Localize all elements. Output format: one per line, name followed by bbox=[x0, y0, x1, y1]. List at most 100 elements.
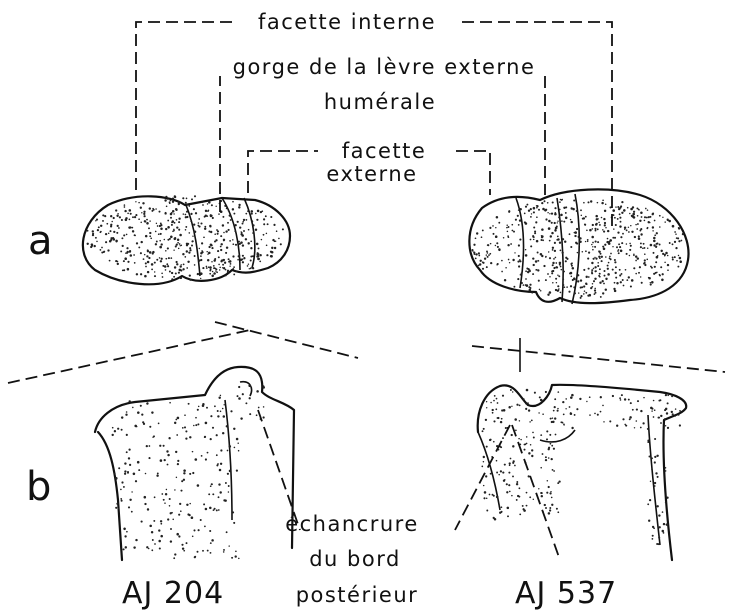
stipple-dot bbox=[170, 200, 172, 202]
stipple-dot bbox=[502, 395, 504, 397]
stipple-dot bbox=[182, 253, 184, 255]
stipple-dot bbox=[629, 249, 631, 251]
stipple-dot bbox=[87, 243, 89, 245]
stipple-dot bbox=[170, 540, 172, 542]
stipple-dot bbox=[592, 283, 594, 285]
stipple-dot bbox=[565, 257, 567, 259]
stipple-dot bbox=[203, 236, 205, 238]
stipple-dot bbox=[175, 272, 177, 274]
stipple-dot bbox=[533, 226, 535, 228]
stipple-dot bbox=[666, 412, 668, 414]
stipple-dot bbox=[510, 389, 512, 391]
stipple-dot bbox=[154, 275, 156, 277]
stipple-dot bbox=[672, 225, 675, 228]
stipple-dot bbox=[512, 391, 513, 392]
stipple-dot bbox=[520, 439, 521, 440]
stipple-dot bbox=[223, 404, 224, 405]
stipple-dot bbox=[675, 247, 677, 249]
stipple-dot bbox=[558, 480, 560, 482]
stipple-dot bbox=[624, 227, 626, 229]
stipple-dot bbox=[516, 481, 518, 483]
stipple-dot bbox=[206, 251, 207, 252]
stipple-dot bbox=[194, 231, 197, 234]
stipple-dot bbox=[518, 265, 520, 267]
stipple-dot bbox=[210, 485, 212, 487]
stipple-dot bbox=[599, 276, 601, 278]
stipple-dot bbox=[204, 526, 206, 528]
stipple-dot bbox=[597, 414, 599, 416]
stipple-dot bbox=[545, 456, 547, 458]
stipple-dot bbox=[201, 250, 203, 252]
stipple-dot bbox=[500, 421, 502, 423]
stipple-dot bbox=[492, 409, 494, 411]
stipple-dot bbox=[239, 255, 241, 257]
stipple-dot bbox=[519, 404, 521, 406]
stipple-dot bbox=[220, 235, 222, 237]
stipple-dot bbox=[127, 251, 129, 253]
stipple-dot bbox=[238, 397, 241, 400]
stipple-dot bbox=[159, 257, 161, 259]
stipple-dot bbox=[222, 267, 223, 268]
stipple-dot bbox=[495, 227, 496, 228]
stipple-dot bbox=[555, 434, 557, 436]
stipple-dot bbox=[532, 235, 534, 237]
stipple-dot bbox=[630, 208, 633, 211]
stipple-dot bbox=[549, 507, 551, 509]
stipple-dot bbox=[228, 258, 230, 260]
stipple-dot bbox=[124, 210, 126, 212]
stipple-dot bbox=[203, 503, 205, 505]
stipple-dot bbox=[564, 240, 566, 242]
stipple-dot bbox=[600, 411, 602, 413]
stipple-dot bbox=[617, 231, 619, 233]
stipple-dot bbox=[659, 226, 661, 228]
stipple-dot bbox=[640, 427, 642, 429]
stipple-dot bbox=[118, 508, 120, 510]
stipple-dot bbox=[176, 219, 178, 221]
stipple-dot bbox=[654, 220, 656, 222]
stipple-dot bbox=[595, 215, 598, 218]
stipple-dot bbox=[140, 273, 142, 275]
stipple-dot bbox=[638, 235, 640, 237]
stipple-dot bbox=[552, 247, 554, 249]
stipple-dot bbox=[549, 492, 551, 494]
stipple-dot bbox=[207, 203, 208, 204]
stipple-dot bbox=[672, 256, 674, 258]
stipple-dot bbox=[526, 389, 529, 392]
stipple-dot bbox=[124, 473, 126, 475]
stipple-dot bbox=[542, 453, 544, 455]
stipple-dot bbox=[186, 542, 188, 544]
stipple-dot bbox=[186, 504, 188, 506]
stipple-dot bbox=[595, 223, 598, 226]
stipple-dot bbox=[497, 402, 499, 404]
stipple-dot bbox=[124, 535, 126, 537]
stipple-dot bbox=[557, 482, 559, 484]
stipple-dot bbox=[624, 424, 626, 426]
stipple-dot bbox=[233, 273, 235, 275]
stipple-dot bbox=[518, 209, 520, 211]
stipple-dot bbox=[550, 491, 551, 492]
stipple-dot bbox=[540, 492, 542, 494]
stipple-dot bbox=[679, 257, 682, 260]
stipple-dot bbox=[530, 239, 532, 241]
stipple-dot bbox=[585, 250, 587, 252]
stipple-dot bbox=[209, 530, 211, 532]
stipple-dot bbox=[178, 514, 180, 516]
stipple-dot bbox=[517, 215, 519, 217]
stipple-dot bbox=[642, 247, 644, 249]
stipple-dot bbox=[513, 231, 515, 233]
stipple-dot bbox=[591, 262, 593, 264]
stipple-dot bbox=[636, 409, 638, 411]
stipple-dot bbox=[200, 255, 202, 257]
stipple-dot bbox=[166, 489, 167, 490]
stipple-dot bbox=[227, 450, 229, 452]
stipple-dot bbox=[181, 480, 183, 482]
label-facette-interne: facette interne bbox=[258, 10, 436, 34]
stipple-dot bbox=[657, 255, 659, 257]
stipple-dot bbox=[565, 260, 567, 262]
stipple-dot bbox=[504, 279, 506, 281]
stipple-dot bbox=[588, 252, 590, 254]
stipple-dot bbox=[651, 267, 653, 269]
stipple-dot bbox=[501, 418, 503, 420]
stipple-dot bbox=[594, 278, 596, 280]
